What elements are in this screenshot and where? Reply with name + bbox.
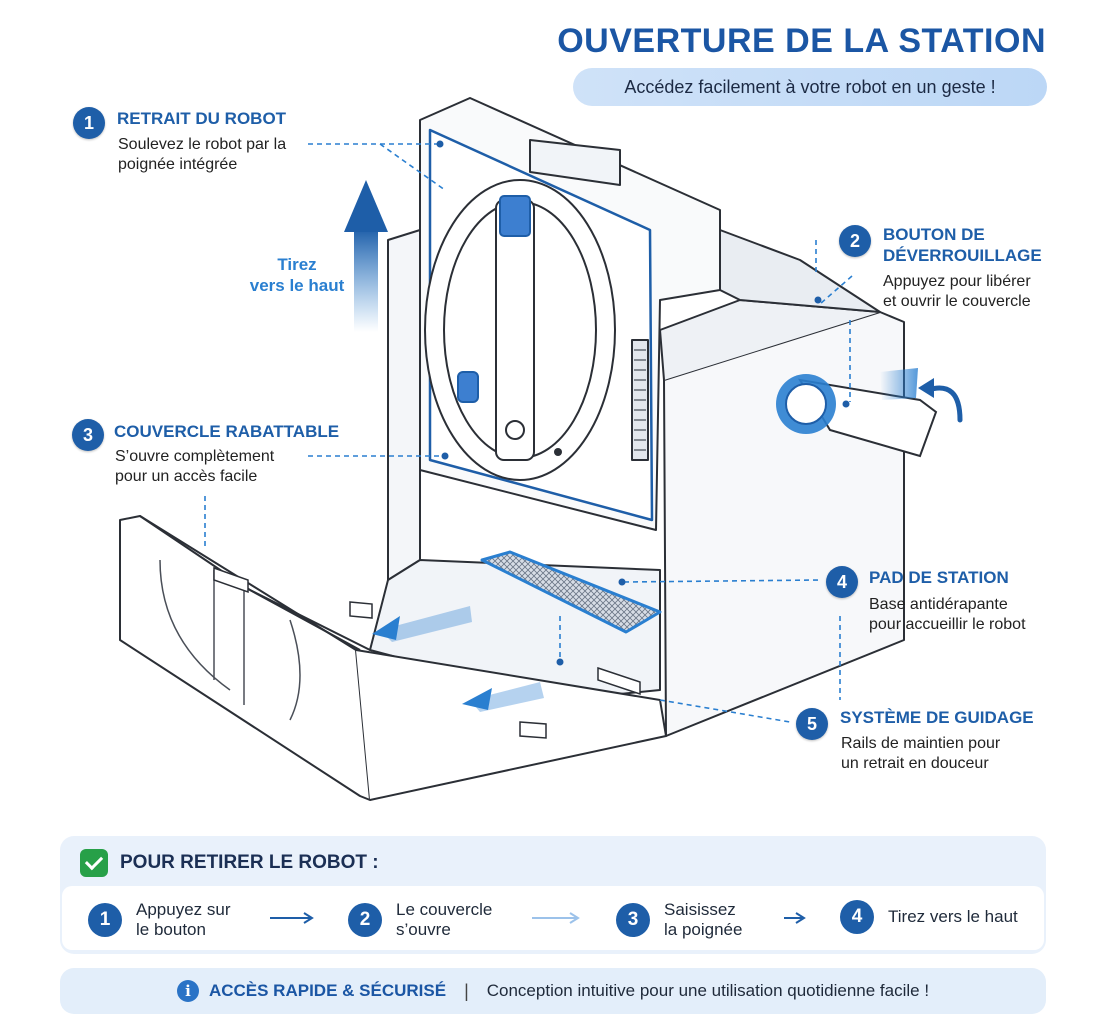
step-item: 2 Le couvercle s’ouvre <box>348 900 492 940</box>
callout-title: COUVERCLE RABATTABLE <box>114 422 340 441</box>
instructions-title: POUR RETIRER LE ROBOT : <box>120 852 379 873</box>
info-icon: i <box>176 980 199 1002</box>
page-subtitle: Accédez facilement à votre robot en un g… <box>573 68 1047 106</box>
callout-number: 5 <box>796 708 828 740</box>
callout-title: RETRAIT DU ROBOT <box>117 109 287 128</box>
callout-title: BOUTON DE DÉVERROUILLAGE <box>883 225 1042 265</box>
step-number: 2 <box>348 903 382 937</box>
step-number: 1 <box>88 903 122 937</box>
callout-number: 2 <box>839 225 871 257</box>
station-pad <box>480 550 662 634</box>
pull-up-label: Tirez vers le haut <box>249 255 345 295</box>
arrow-right-icon <box>270 912 314 924</box>
station-illustration <box>119 97 963 801</box>
callout-number: 1 <box>73 107 105 139</box>
callout-number: 4 <box>826 566 858 598</box>
step-item: 3 Saisissez la poignée <box>616 900 742 940</box>
footer-title: ACCÈS RAPIDE & SÉCURISÉ <box>208 981 447 1000</box>
callout-description: Base antidérapante pour accueillir le ro… <box>869 596 1026 633</box>
footer-banner: i ACCÈS RAPIDE & SÉCURISÉ | Conception i… <box>60 968 1046 1014</box>
callout-title: PAD DE STATION <box>869 568 1009 587</box>
robot-unit <box>419 97 721 531</box>
arrow-right-icon <box>532 912 580 924</box>
pull-up-arrow <box>344 180 388 332</box>
instructions-panel: POUR RETIRER LE ROBOT : 1 Appuyez sur le… <box>60 836 1046 954</box>
step-text: Appuyez sur le bouton <box>136 900 231 939</box>
footer-text: Conception intuitive pour une utilisatio… <box>486 981 930 1000</box>
callout-title: SYSTÈME DE GUIDAGE <box>840 708 1034 727</box>
callout-description: Soulevez le robot par la poignée intégré… <box>118 136 287 173</box>
instructions-steps: 1 Appuyez sur le bouton 2 Le couvercle s… <box>62 886 1044 950</box>
step-item: 4 Tirez vers le haut <box>840 900 1018 934</box>
unlock-button-illustration <box>776 368 963 458</box>
step-text: Saisissez la poignée <box>664 900 743 939</box>
arrow-right-icon <box>784 912 806 924</box>
check-icon <box>80 849 108 877</box>
callout-number: 3 <box>72 419 104 451</box>
footer-separator: | <box>464 980 469 1001</box>
leader-lines <box>204 143 853 723</box>
step-number: 4 <box>840 900 874 934</box>
guide-rails <box>213 566 641 739</box>
leader-dots <box>436 140 850 666</box>
callout-description: Rails de maintien pour un retrait en dou… <box>841 735 1001 772</box>
callout-description: Appuyez pour libérer et ouvrir le couver… <box>883 273 1031 310</box>
step-text: Tirez vers le haut <box>888 907 1018 926</box>
slide-out-arrows <box>372 606 544 712</box>
callout-description: S’ouvre complètement pour un accès facil… <box>115 448 275 485</box>
step-number: 3 <box>616 903 650 937</box>
step-item: 1 Appuyez sur le bouton <box>88 900 231 940</box>
page-title: OUVERTURE DE LA STATION <box>557 22 1046 60</box>
instructions-header: POUR RETIRER LE ROBOT : <box>80 848 379 878</box>
step-text: Le couvercle s’ouvre <box>396 900 493 939</box>
